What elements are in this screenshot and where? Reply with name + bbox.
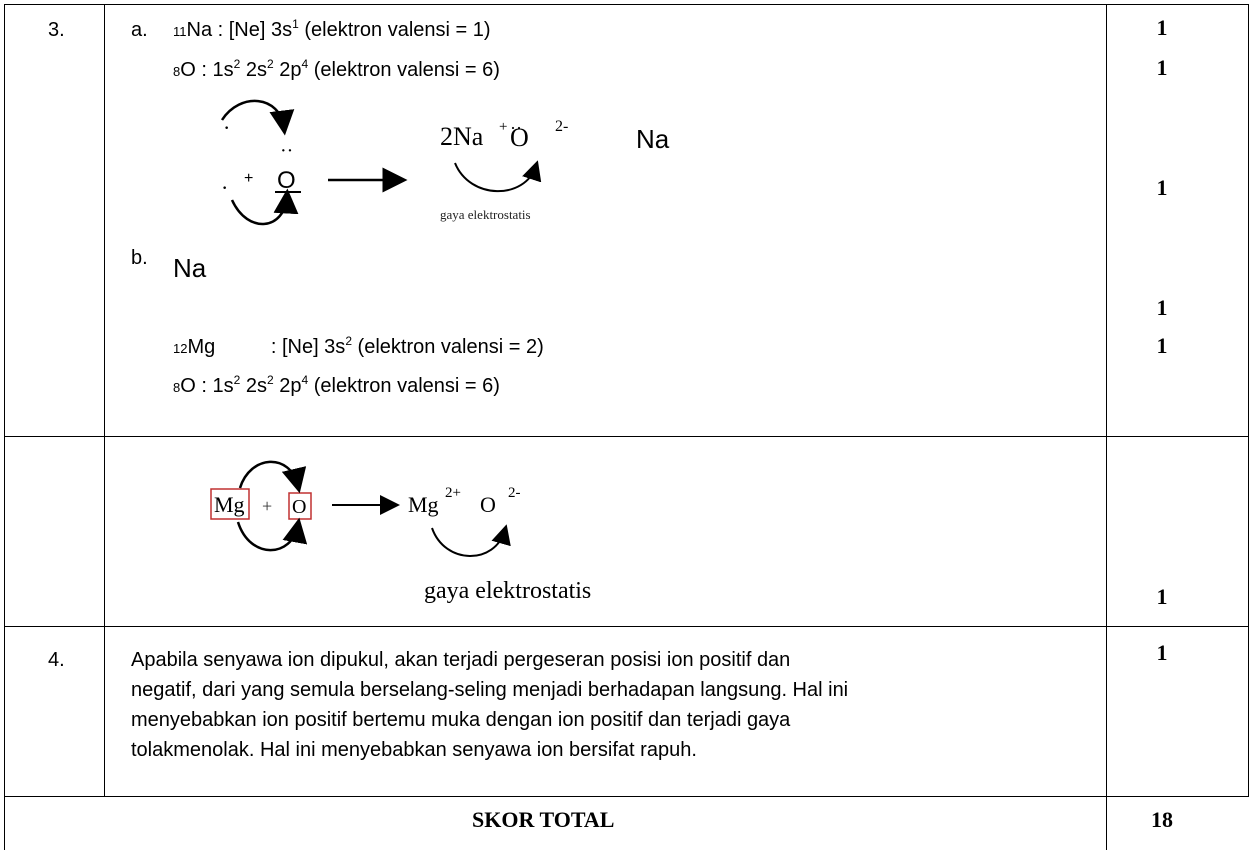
electron-transfer-arrow [238, 460, 307, 494]
table-border-right [1248, 4, 1249, 796]
score-cell: 1 [1156, 175, 1168, 200]
question-number: 3. [48, 19, 65, 41]
product-sodium-charge: + [499, 119, 507, 135]
plus-sign: + [262, 496, 272, 516]
answer-line: negatif, dari yang semula berselang-seli… [131, 679, 849, 701]
oxygen-symbol: O [277, 167, 296, 194]
electrostatic-caption: gaya elektrostatis [440, 207, 531, 222]
o-lone-pair: ·· [280, 140, 293, 162]
product-oxygen: O [510, 123, 529, 152]
answer-line: menyebabkan ion positif bertemu muka den… [131, 709, 791, 731]
na-valence-dot: · [223, 115, 230, 140]
score-cell: 1 [1156, 295, 1168, 320]
score-cell: 1 [1156, 333, 1168, 358]
table-border-top [4, 4, 1249, 5]
product-oxygen-charge: 2- [555, 118, 568, 135]
mg-symbol: Mg [214, 492, 245, 517]
electrostatic-caption: gaya elektrostatis [424, 578, 591, 604]
electrostatic-arrow [431, 524, 511, 557]
total-label: SKOR TOTAL [472, 807, 615, 832]
part-a-label: a. [131, 19, 148, 41]
o-electron-config: 8O : 1s2 2s2 2p4 (elektron valensi = 6) [173, 373, 500, 397]
product-oxygen-charge: 2- [508, 485, 521, 501]
product-magnesium: Mg [408, 492, 439, 517]
oxygen-symbol: O [292, 496, 306, 518]
product-o-lone-pair: ·· [510, 118, 522, 138]
part-b-label: b. [131, 247, 148, 269]
score-cell: 1 [1156, 640, 1168, 665]
product-magnesium-charge: 2+ [445, 485, 461, 501]
answer-line: tolakmenolak. Hal ini menyebabkan senyaw… [131, 739, 697, 761]
o-electron-config: 8O : 1s2 2s2 2p4 (elektron valensi = 6) [173, 57, 500, 81]
product-oxygen: O [480, 492, 496, 517]
electron-transfer-arrow [230, 188, 299, 226]
row-divider [4, 626, 1249, 627]
part-b-na: Na [173, 253, 207, 283]
product-sodium: 2Na [440, 122, 484, 151]
plus-sign: + [244, 170, 253, 187]
table-border-left [4, 4, 5, 850]
score-cell: 1 [1156, 15, 1168, 40]
electron-transfer-arrow [236, 517, 308, 552]
score-cell: 1 [1156, 55, 1168, 80]
o-box [288, 492, 312, 520]
answer-line: Apabila senyawa ion dipukul, akan terjad… [131, 649, 791, 671]
na-label: Na [636, 124, 670, 154]
row-divider [4, 436, 1249, 437]
row-divider [4, 796, 1249, 797]
electrostatic-arrow [454, 160, 542, 193]
score-cell: 1 [1156, 584, 1168, 609]
mg-box [210, 488, 250, 520]
electron-transfer-arrow [220, 99, 295, 136]
column-divider [1106, 4, 1107, 850]
total-score: 18 [1151, 807, 1173, 832]
na-valence-dot: · [221, 175, 228, 200]
mg-electron-config: 12Mg : [Ne] 3s2 (elektron valensi = 2) [173, 334, 544, 358]
column-divider [104, 4, 105, 796]
na-electron-config: 11Na : [Ne] 3s1 (elektron valensi = 1) [173, 17, 491, 41]
question-number: 4. [48, 649, 65, 671]
answer-paragraph: Apabila senyawa ion dipukul, akan terjad… [131, 645, 1081, 765]
